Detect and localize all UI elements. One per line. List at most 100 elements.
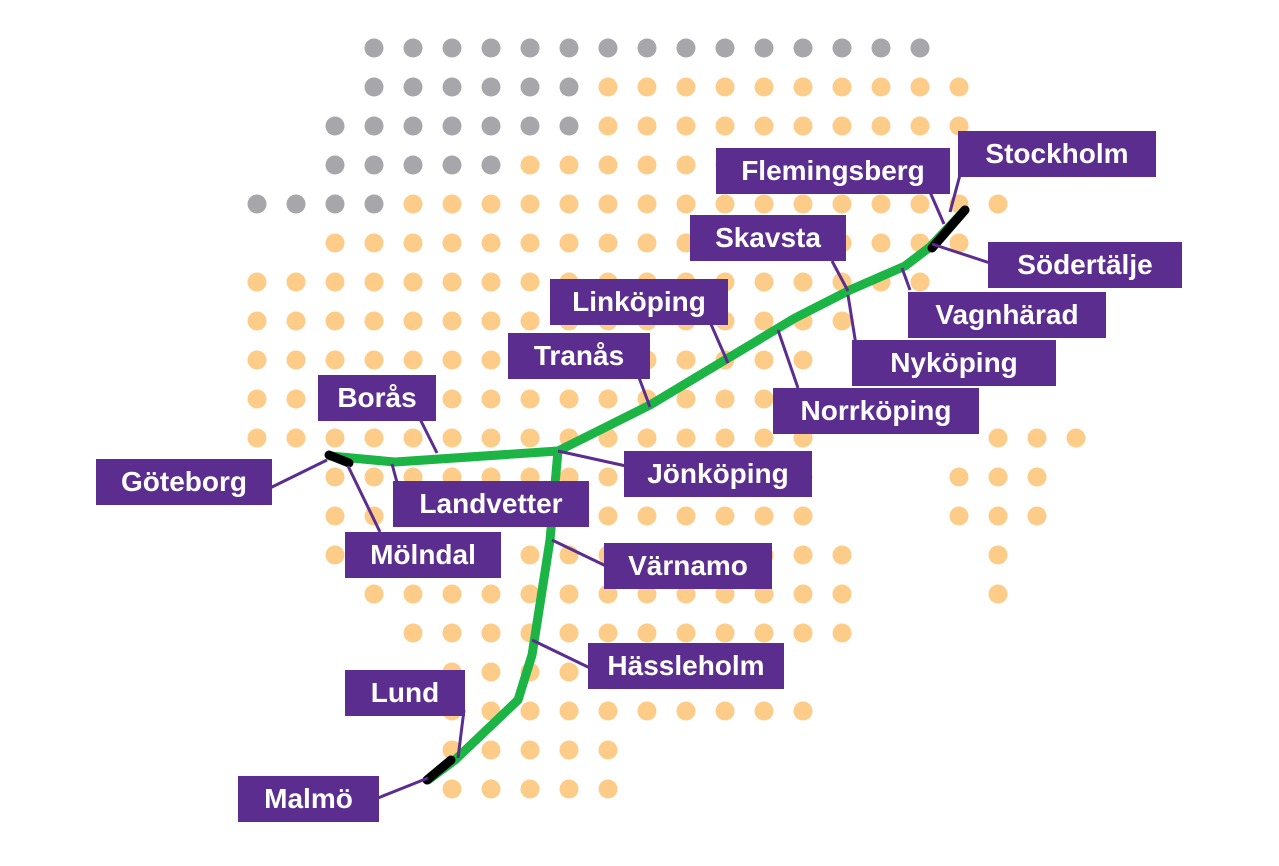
route-terminal-stockholm [927,205,970,253]
leader-flemingsberg [928,191,946,225]
sweden-land-dot [793,116,813,136]
sweden-land-dot [325,467,345,487]
sweden-land-dot [715,506,735,526]
sweden-land-dot [832,584,852,604]
sweden-land-dot [520,272,540,292]
neighbor-country-dot [520,116,540,136]
dot-grid-background [247,38,1086,799]
sweden-land-dot [403,311,423,331]
sweden-land-dot [676,389,696,409]
sweden-land-dot [598,506,618,526]
sweden-land-dot [871,233,891,253]
neighbor-country-dot [559,116,579,136]
sweden-land-dot [481,233,501,253]
neighbor-country-dot [481,77,501,97]
sweden-land-dot [247,428,267,448]
sweden-land-dot [286,428,306,448]
neighbor-country-dot [364,155,384,175]
sweden-land-dot [754,584,774,604]
sweden-land-dot [598,77,618,97]
sweden-land-dot [364,233,384,253]
sweden-land-dot [559,662,579,682]
sweden-land-dot [676,428,696,448]
sweden-land-dot [637,194,657,214]
sweden-land-dot [949,467,969,487]
sweden-land-dot [832,77,852,97]
sweden-land-dot [637,506,657,526]
sweden-land-dot [598,740,618,760]
station-label-varnamo: Värnamo [604,543,772,589]
sweden-land-dot [442,428,462,448]
neighbor-country-dot [364,116,384,136]
neighbor-country-dot [676,38,696,58]
leader-malmo [377,776,429,800]
sweden-land-dot [598,623,618,643]
neighbor-country-dot [754,38,774,58]
sweden-land-dot [559,623,579,643]
sweden-land-dot [676,77,696,97]
sweden-land-dot [676,623,696,643]
neighbor-country-dot [520,38,540,58]
sweden-land-dot [676,194,696,214]
sweden-land-dot [910,77,930,97]
leader-boras [418,418,439,454]
neighbor-country-dot [559,38,579,58]
sweden-land-dot [637,155,657,175]
leader-stockholm [948,174,962,213]
sweden-land-dot [325,428,345,448]
sweden-land-dot [871,116,891,136]
sweden-land-dot [715,389,735,409]
sweden-land-dot [481,779,501,799]
sweden-land-dot [676,701,696,721]
sweden-land-dot [676,506,696,526]
sweden-land-dot [1066,428,1086,448]
sweden-land-dot [988,194,1008,214]
sweden-land-dot [988,545,1008,565]
neighbor-country-dot [364,77,384,97]
sweden-land-dot [676,116,696,136]
sweden-land-dot [442,779,462,799]
station-label-sodertalje: Södertälje [988,242,1182,288]
sweden-land-dot [754,428,774,448]
sweden-land-dot [598,233,618,253]
leader-norrkoping [776,329,800,389]
sweden-land-dot [481,428,501,448]
sweden-land-dot [949,116,969,136]
sweden-land-dot [559,155,579,175]
station-label-tranas: Tranås [508,333,650,379]
station-label-vagnharad: Vagnhärad [908,292,1106,338]
label-leaders [269,174,991,800]
sweden-land-dot [754,506,774,526]
sweden-land-dot [1027,428,1047,448]
sweden-land-dot [754,272,774,292]
sweden-land-dot [715,116,735,136]
sweden-land-dot [325,233,345,253]
sweden-land-dot [520,155,540,175]
neighbor-country-dot [793,38,813,58]
leader-vagnharad [900,267,912,291]
leader-linkoping [708,321,730,364]
sweden-land-dot [676,350,696,370]
sweden-land-dot [247,350,267,370]
sweden-land-dot [715,428,735,448]
sweden-land-dot [715,194,735,214]
neighbor-country-dot [325,155,345,175]
neighbor-country-dot [442,155,462,175]
sweden-land-dot [637,623,657,643]
sweden-land-dot [598,584,618,604]
neighbor-country-dot [403,77,423,97]
sweden-land-dot [754,389,774,409]
neighbor-country-dot [325,194,345,214]
station-label-norrkoping: Norrköping [773,388,979,434]
neighbor-country-dot [715,38,735,58]
sweden-land-dot [403,272,423,292]
station-label-hassleholm: Hässleholm [588,643,784,689]
neighbor-country-dot [325,116,345,136]
sweden-land-dot [442,584,462,604]
leader-nykoping [846,294,858,346]
neighbor-country-dot [364,38,384,58]
sweden-land-dot [793,545,813,565]
station-label-molndal: Mölndal [345,532,501,578]
sweden-land-dot [442,272,462,292]
sweden-land-dot [715,584,735,604]
